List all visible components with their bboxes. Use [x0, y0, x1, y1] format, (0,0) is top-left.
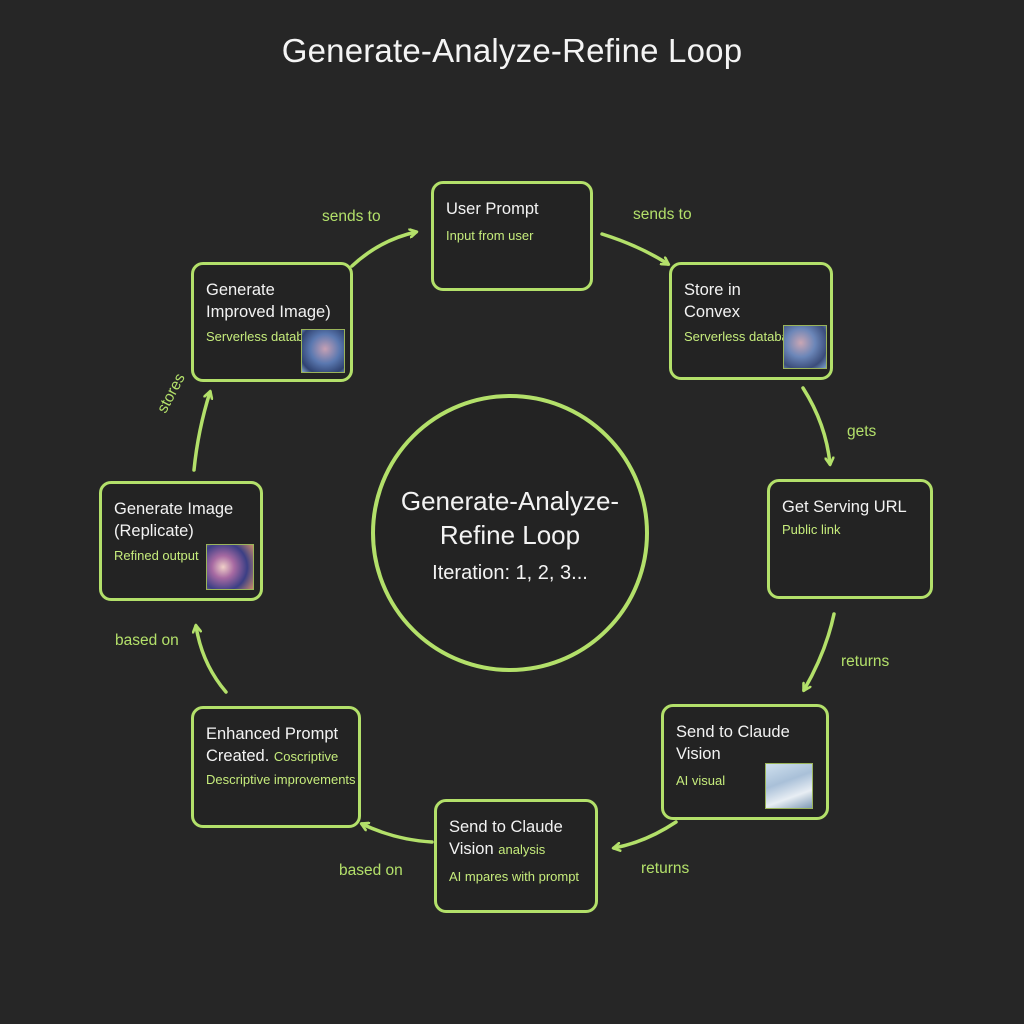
- node-title: User Prompt: [446, 200, 539, 218]
- edge-label-prompt-to-convex: sends to: [633, 206, 692, 223]
- node-subtitle: AI mpares with prompt: [449, 869, 580, 884]
- arrow-url-to-vision1: [804, 612, 836, 690]
- arrow-improved-to-prompt: [350, 232, 416, 268]
- hub-title: Generate-Analyze- Refine Loop: [400, 486, 620, 550]
- edge-label-url-to-vision1: returns: [841, 653, 890, 670]
- edge-label-improved-to-prompt: sends to: [322, 208, 381, 225]
- arrow-vision2-to-enhanced: [362, 824, 434, 844]
- arrow-vision1-to-vision2: [614, 820, 678, 848]
- node-title: Enhanced Prompt Created. Coscriptive: [206, 725, 339, 765]
- node-user-prompt: User Prompt Input from user: [431, 181, 593, 291]
- edge-label-vision2-to-enhanced: based on: [339, 862, 403, 879]
- node-enhanced-prompt: Enhanced Prompt Created. Coscriptive Des…: [191, 706, 361, 828]
- node-title: Send to Claude Vision analysis: [449, 818, 563, 858]
- node-subtitle: Descriptive improvements: [206, 772, 356, 787]
- node-claude-vision-2: Send to Claude Vision analysis AI mpares…: [434, 799, 598, 913]
- loop-hub: Generate-Analyze- Refine Loop Iteration:…: [371, 394, 649, 672]
- node-title: Send to Claude Vision: [676, 723, 790, 763]
- node-generate-improved: Generate Improved Image) Serverless data…: [191, 262, 353, 382]
- node-subtitle: Refined output: [114, 548, 199, 563]
- node-title: Get Serving URL: [782, 498, 907, 516]
- node-generate-image: Generate Image (Replicate) Refined outpu…: [99, 481, 263, 601]
- node-subtitle: Input from user: [446, 228, 534, 243]
- image-thumbnail: [783, 325, 827, 369]
- arrow-convex-to-url: [801, 386, 830, 464]
- node-title: Generate Improved Image): [206, 281, 331, 321]
- edge-label-vision1-to-vision2: returns: [641, 860, 690, 877]
- arrow-prompt-to-convex: [600, 232, 668, 264]
- node-title: Generate Image (Replicate): [114, 500, 234, 540]
- node-title: Store in Convex: [684, 281, 741, 321]
- hub-iteration: Iteration: 1, 2, 3...: [432, 562, 588, 584]
- edge-label-convex-to-url: gets: [847, 423, 877, 440]
- edge-label-enhanced-to-generate: based on: [115, 632, 179, 649]
- node-serving-url: Get Serving URL Public link: [767, 479, 933, 599]
- node-store-convex: Store in Convex Serverless databas: [669, 262, 833, 380]
- arrow-generate-to-improved: [192, 392, 210, 472]
- node-subtitle: Public link: [782, 522, 841, 537]
- node-subtitle: AI visual: [676, 773, 726, 788]
- node-subtitle: Serverless databas: [684, 329, 796, 344]
- diagram-title: Generate-Analyze-Refine Loop: [281, 32, 743, 69]
- image-thumbnail: [301, 329, 345, 373]
- image-thumbnail: [206, 544, 254, 590]
- node-subtitle: Serverless databas: [206, 329, 318, 344]
- node-claude-vision-1: Send to Claude Vision AI visual: [661, 704, 829, 820]
- image-thumbnail: [765, 763, 813, 809]
- arrow-enhanced-to-generate: [196, 626, 228, 694]
